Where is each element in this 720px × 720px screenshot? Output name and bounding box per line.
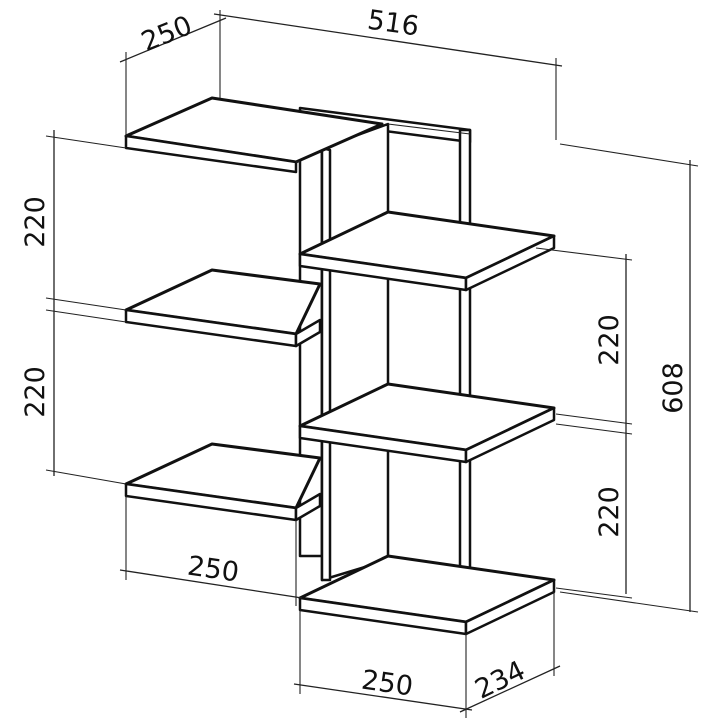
- dim-left-heights: [45, 130, 127, 485]
- dim-left-shelf-width: [119, 496, 303, 606]
- right-shelf-top: [298, 210, 556, 292]
- label-bottom-shelf-width: 250: [360, 665, 415, 703]
- dim-bottom-shelf-depth: [459, 592, 561, 713]
- dim-total-width: [213, 13, 563, 140]
- center-upright: [320, 122, 471, 582]
- dim-right-heights: [535, 247, 633, 599]
- left-shelf-middle: [124, 268, 322, 348]
- label-bottom-shelf-depth: 234: [470, 655, 530, 705]
- left-shelf-top: [124, 96, 384, 174]
- label-right-gap-lower: 220: [594, 486, 625, 538]
- right-shelf-middle: [298, 382, 556, 464]
- label-total-width: 516: [366, 5, 421, 43]
- label-left-gap-lower: 220: [20, 366, 51, 418]
- label-left-shelf-width: 250: [186, 551, 241, 589]
- label-left-gap-upper: 220: [20, 196, 51, 248]
- label-top-depth: 250: [137, 10, 196, 58]
- left-shelf-bottom: [124, 442, 322, 522]
- label-total-height: 608: [658, 362, 689, 414]
- dim-top-depth: [119, 10, 227, 136]
- dim-total-height: [559, 143, 699, 613]
- label-right-gap-upper: 220: [594, 314, 625, 366]
- dim-bottom-shelf-width: [293, 610, 473, 718]
